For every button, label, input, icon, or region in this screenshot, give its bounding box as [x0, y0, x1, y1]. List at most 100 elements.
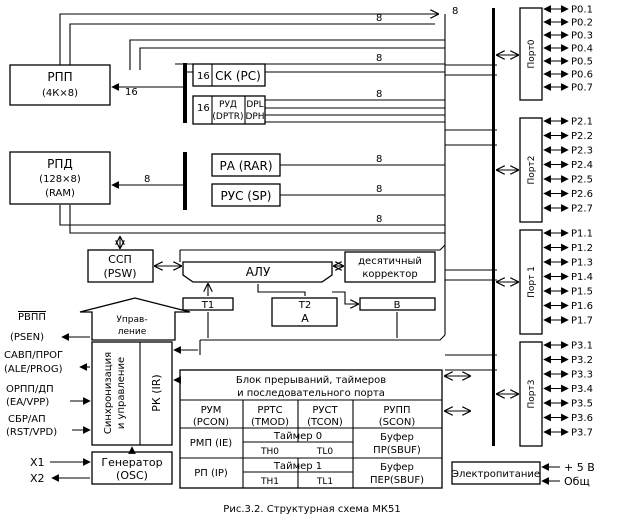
port0-pin-label: P0.5 — [571, 57, 593, 68]
port2-pin-label: P2.5 — [571, 175, 593, 186]
rpd-size: (128×8) — [39, 174, 81, 185]
decimal-corrector-1: десятичный — [358, 256, 422, 267]
bus-width-16-rpp: 16 — [125, 87, 138, 98]
bus-width-8-ram: 8 — [376, 214, 382, 225]
scon-en: (SCON) — [379, 417, 416, 428]
sync-control-block: Синхронизация и управление РК (IR) — [91, 341, 173, 446]
tmod-ru: РРТС — [257, 405, 282, 416]
bus-width-8-main: 8 — [452, 6, 458, 17]
port3-pin-label: P3.5 — [571, 399, 593, 410]
bus-width-8-sp: 8 — [376, 184, 382, 195]
port2-pin-label: P2.7 — [571, 204, 593, 215]
port0: Порт0 — [497, 7, 543, 101]
port3-pin-label: P3.1 — [571, 341, 593, 352]
decimal-corrector-2: корректор — [362, 269, 417, 280]
port1-pin-label: P1.7 — [571, 316, 593, 327]
port2-pin-label: P2.2 — [571, 131, 593, 142]
control-signals: РВПП (PSEN) САВП/ПРОГ (ALE/PROG) ОРПП/ДП… — [4, 312, 91, 485]
port0-label: Порт0 — [527, 39, 537, 68]
control-label-2: ление — [118, 327, 147, 337]
timer0-label: Таймер 0 — [273, 431, 322, 442]
signal-ale: (ALE/PROG) — [4, 364, 63, 375]
sp-label: РУС (SP) — [221, 189, 272, 203]
port1: Порт 1 — [497, 229, 543, 335]
control-block: Управ- ление — [79, 297, 191, 341]
address-bus-bar — [183, 63, 187, 123]
port1-pin-label: P1.5 — [571, 287, 593, 298]
dptr-en-label: (DPTR) — [212, 112, 243, 122]
dph-label: DPH — [245, 112, 264, 122]
port0-pin-label: P0.7 — [571, 83, 593, 94]
port1-pin-label: P1.6 — [571, 301, 593, 312]
control-label-1: Управ- — [116, 315, 147, 325]
psw-ru-label: ССП — [108, 253, 132, 266]
gen-label-2: (OSC) — [116, 469, 148, 482]
sbuf-rx-2: ПР(SBUF) — [373, 445, 421, 456]
pc-label: СК (PC) — [215, 69, 261, 83]
sync-label-2: и управление — [116, 357, 127, 429]
port-bus-bar — [492, 8, 495, 446]
port3-pin-label: P3.6 — [571, 413, 593, 424]
signal-savp: САВП/ПРОГ — [4, 350, 63, 361]
th1-label: TH1 — [260, 477, 279, 487]
signal-x1: X1 — [30, 456, 45, 469]
interrupt-timer-serial-block: Блок прерываний, таймеров и последовател… — [179, 369, 443, 489]
intblock-title-2: и последовательного порта — [237, 388, 385, 399]
rpd-label: РПД — [47, 157, 73, 171]
port2-label: Порт2 — [527, 156, 537, 185]
tmod-en: (TMOD) — [251, 417, 289, 428]
sync-label-1: Синхронизация — [103, 352, 114, 434]
rpp-size: (4К×8) — [42, 88, 78, 99]
bus-width-8-pc: 8 — [376, 53, 382, 64]
port2-pin-label: P2.3 — [571, 146, 593, 157]
pcon-en: (PCON) — [193, 417, 229, 428]
program-memory-block: РПП (4К×8) — [9, 64, 111, 106]
pc-width: 16 — [197, 71, 210, 82]
acc-label: А — [301, 312, 309, 325]
timer1-label: Таймер 1 — [273, 461, 322, 472]
port1-pin-label: P1.2 — [571, 243, 593, 254]
port2: Порт2 — [497, 117, 543, 223]
power-label: Электропитание — [452, 469, 540, 480]
ram-address-bar — [183, 152, 187, 210]
tcon-en: (TCON) — [307, 417, 343, 428]
rpd-ram: (RAM) — [45, 188, 75, 199]
sbuf-tx-2: ПЕР(SBUF) — [370, 475, 424, 486]
port2-pin-label: P2.1 — [571, 117, 593, 128]
signal-sbr: СБР/АП — [8, 414, 46, 425]
pcon-ru: РУМ — [201, 405, 222, 416]
port3-label: Порт3 — [527, 380, 537, 409]
signal-rst: (RST/VPD) — [6, 427, 57, 438]
port3-pin-label: P3.2 — [571, 355, 593, 366]
port3: Порт3 — [497, 341, 543, 447]
figure-caption: Рис.3.2. Структурная схема МК51 — [223, 504, 400, 515]
port-pins: P0.1P0.2P0.3P0.4P0.5P0.6P0.7P2.1P2.2P2.3… — [543, 5, 593, 439]
sbuf-rx-1: Буфер — [380, 432, 414, 443]
intblock-title-1: Блок прерываний, таймеров — [236, 375, 386, 386]
port3-pin-label: P3.7 — [571, 428, 593, 439]
port0-pin-label: P0.1 — [571, 5, 593, 16]
dptr-ru-label: РУД — [219, 100, 237, 110]
sbuf-tx-1: Буфер — [380, 462, 414, 473]
bus-width-8-dptr: 8 — [376, 89, 382, 100]
bus-width-labels: 8 8 8 8 8 8 8 16 8 — [125, 6, 458, 225]
port0-pin-label: P0.2 — [571, 18, 593, 29]
bus-width-8-top: 8 — [376, 13, 382, 24]
port0-pin-label: P0.3 — [571, 31, 593, 42]
port2-pin-label: P2.4 — [571, 160, 593, 171]
signal-psen: (PSEN) — [10, 332, 44, 343]
dptr-width: 16 — [197, 103, 210, 114]
port3-pin-label: P3.4 — [571, 384, 593, 395]
gen-label-1: Генератор — [101, 456, 162, 469]
alu-label: АЛУ — [246, 265, 271, 279]
rpp-label: РПП — [47, 70, 72, 84]
generator-block: Генератор (OSC) — [91, 446, 173, 485]
t1-label: Т1 — [201, 300, 214, 311]
dpl-label: DPL — [246, 100, 263, 110]
rar-sp-group: РА (RAR) РУС (SP) — [211, 153, 281, 207]
tl0-label: TL0 — [316, 447, 334, 457]
tcon-ru: РУСТ — [312, 405, 338, 416]
power-plus5: + 5 В — [564, 461, 595, 474]
signal-x2: X2 — [30, 472, 45, 485]
scon-ru: РУПП — [383, 405, 410, 416]
